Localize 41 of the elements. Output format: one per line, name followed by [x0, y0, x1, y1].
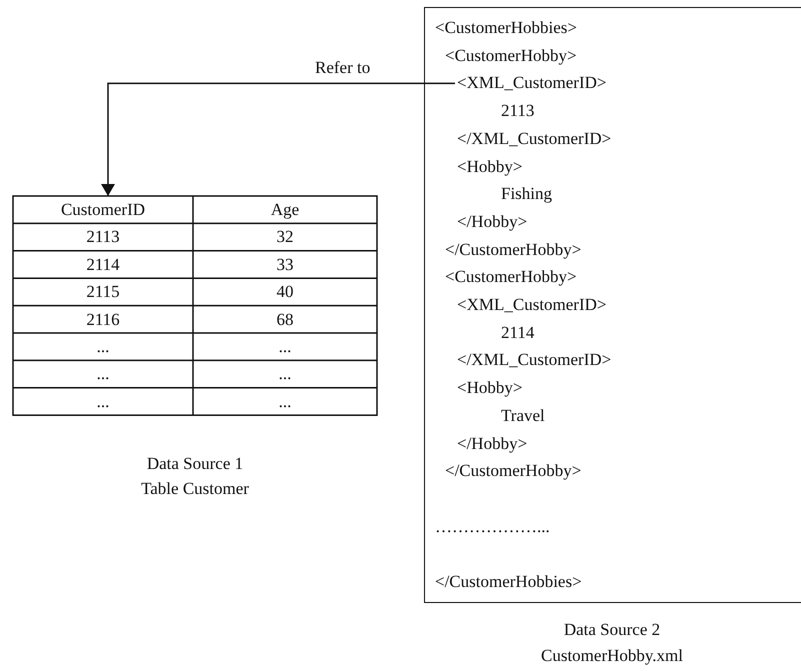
xml-tag: <XML_CustomerID>: [457, 73, 606, 94]
xml-line: ………………...: [435, 516, 550, 537]
xml-line: <CustomerHobby>: [445, 267, 577, 288]
table-cell-text: ...: [278, 336, 292, 358]
xml-line: <CustomerHobbies>: [435, 18, 577, 38]
xml-line: <CustomerHobby>: [445, 46, 577, 66]
xml-line: Fishing: [501, 184, 552, 204]
table-cell-text: ...: [96, 336, 110, 358]
xml-line: </CustomerHobby>: [445, 240, 582, 260]
xml-line: <XML_CustomerID>: [457, 295, 606, 315]
table-header: CustomerID: [13, 196, 193, 224]
node-label: CustomerHobby.xml: [540, 646, 684, 666]
table-cell-text: 32: [276, 226, 294, 248]
arrow: [101, 82, 455, 196]
table-cell-text: ...: [278, 390, 292, 413]
table-cell-text: ...: [96, 363, 110, 386]
xml-document-box: [424, 7, 801, 603]
xml-line: <Hobby>: [457, 156, 522, 176]
xml-line: <Hobby>: [457, 378, 522, 398]
xml-line: 2114: [501, 322, 534, 343]
xml-line: Travel: [501, 406, 545, 426]
table-cell-text: ...: [278, 363, 292, 386]
table-cell-text: 40: [276, 281, 294, 304]
table-cell-text: 33: [276, 254, 294, 276]
table-cell-text: 2113: [85, 226, 121, 248]
xml-line: </CustomerHobbies>: [435, 572, 582, 592]
xml-line: 2113: [501, 101, 534, 122]
node-label: Data Source 2: [562, 620, 662, 640]
xml-line: </XML_CustomerID>: [457, 128, 612, 149]
table-cell-text: 2114: [85, 254, 121, 276]
xml-line: </Hobby>: [457, 434, 528, 454]
xml-line: </CustomerHobby>: [445, 461, 582, 482]
xml-line: </XML_CustomerID>: [457, 350, 612, 370]
caption: Table Customer: [140, 479, 250, 499]
table-cell-text: 2115: [85, 281, 121, 304]
caption: Data Source 1: [146, 454, 244, 474]
table-cell-text: 2116: [85, 308, 121, 331]
table-cell-text: 68: [276, 308, 294, 331]
xml-line: </Hobby>: [457, 212, 528, 232]
table-cell-text: Age: [270, 199, 300, 221]
table-cell-text: ...: [96, 390, 110, 413]
